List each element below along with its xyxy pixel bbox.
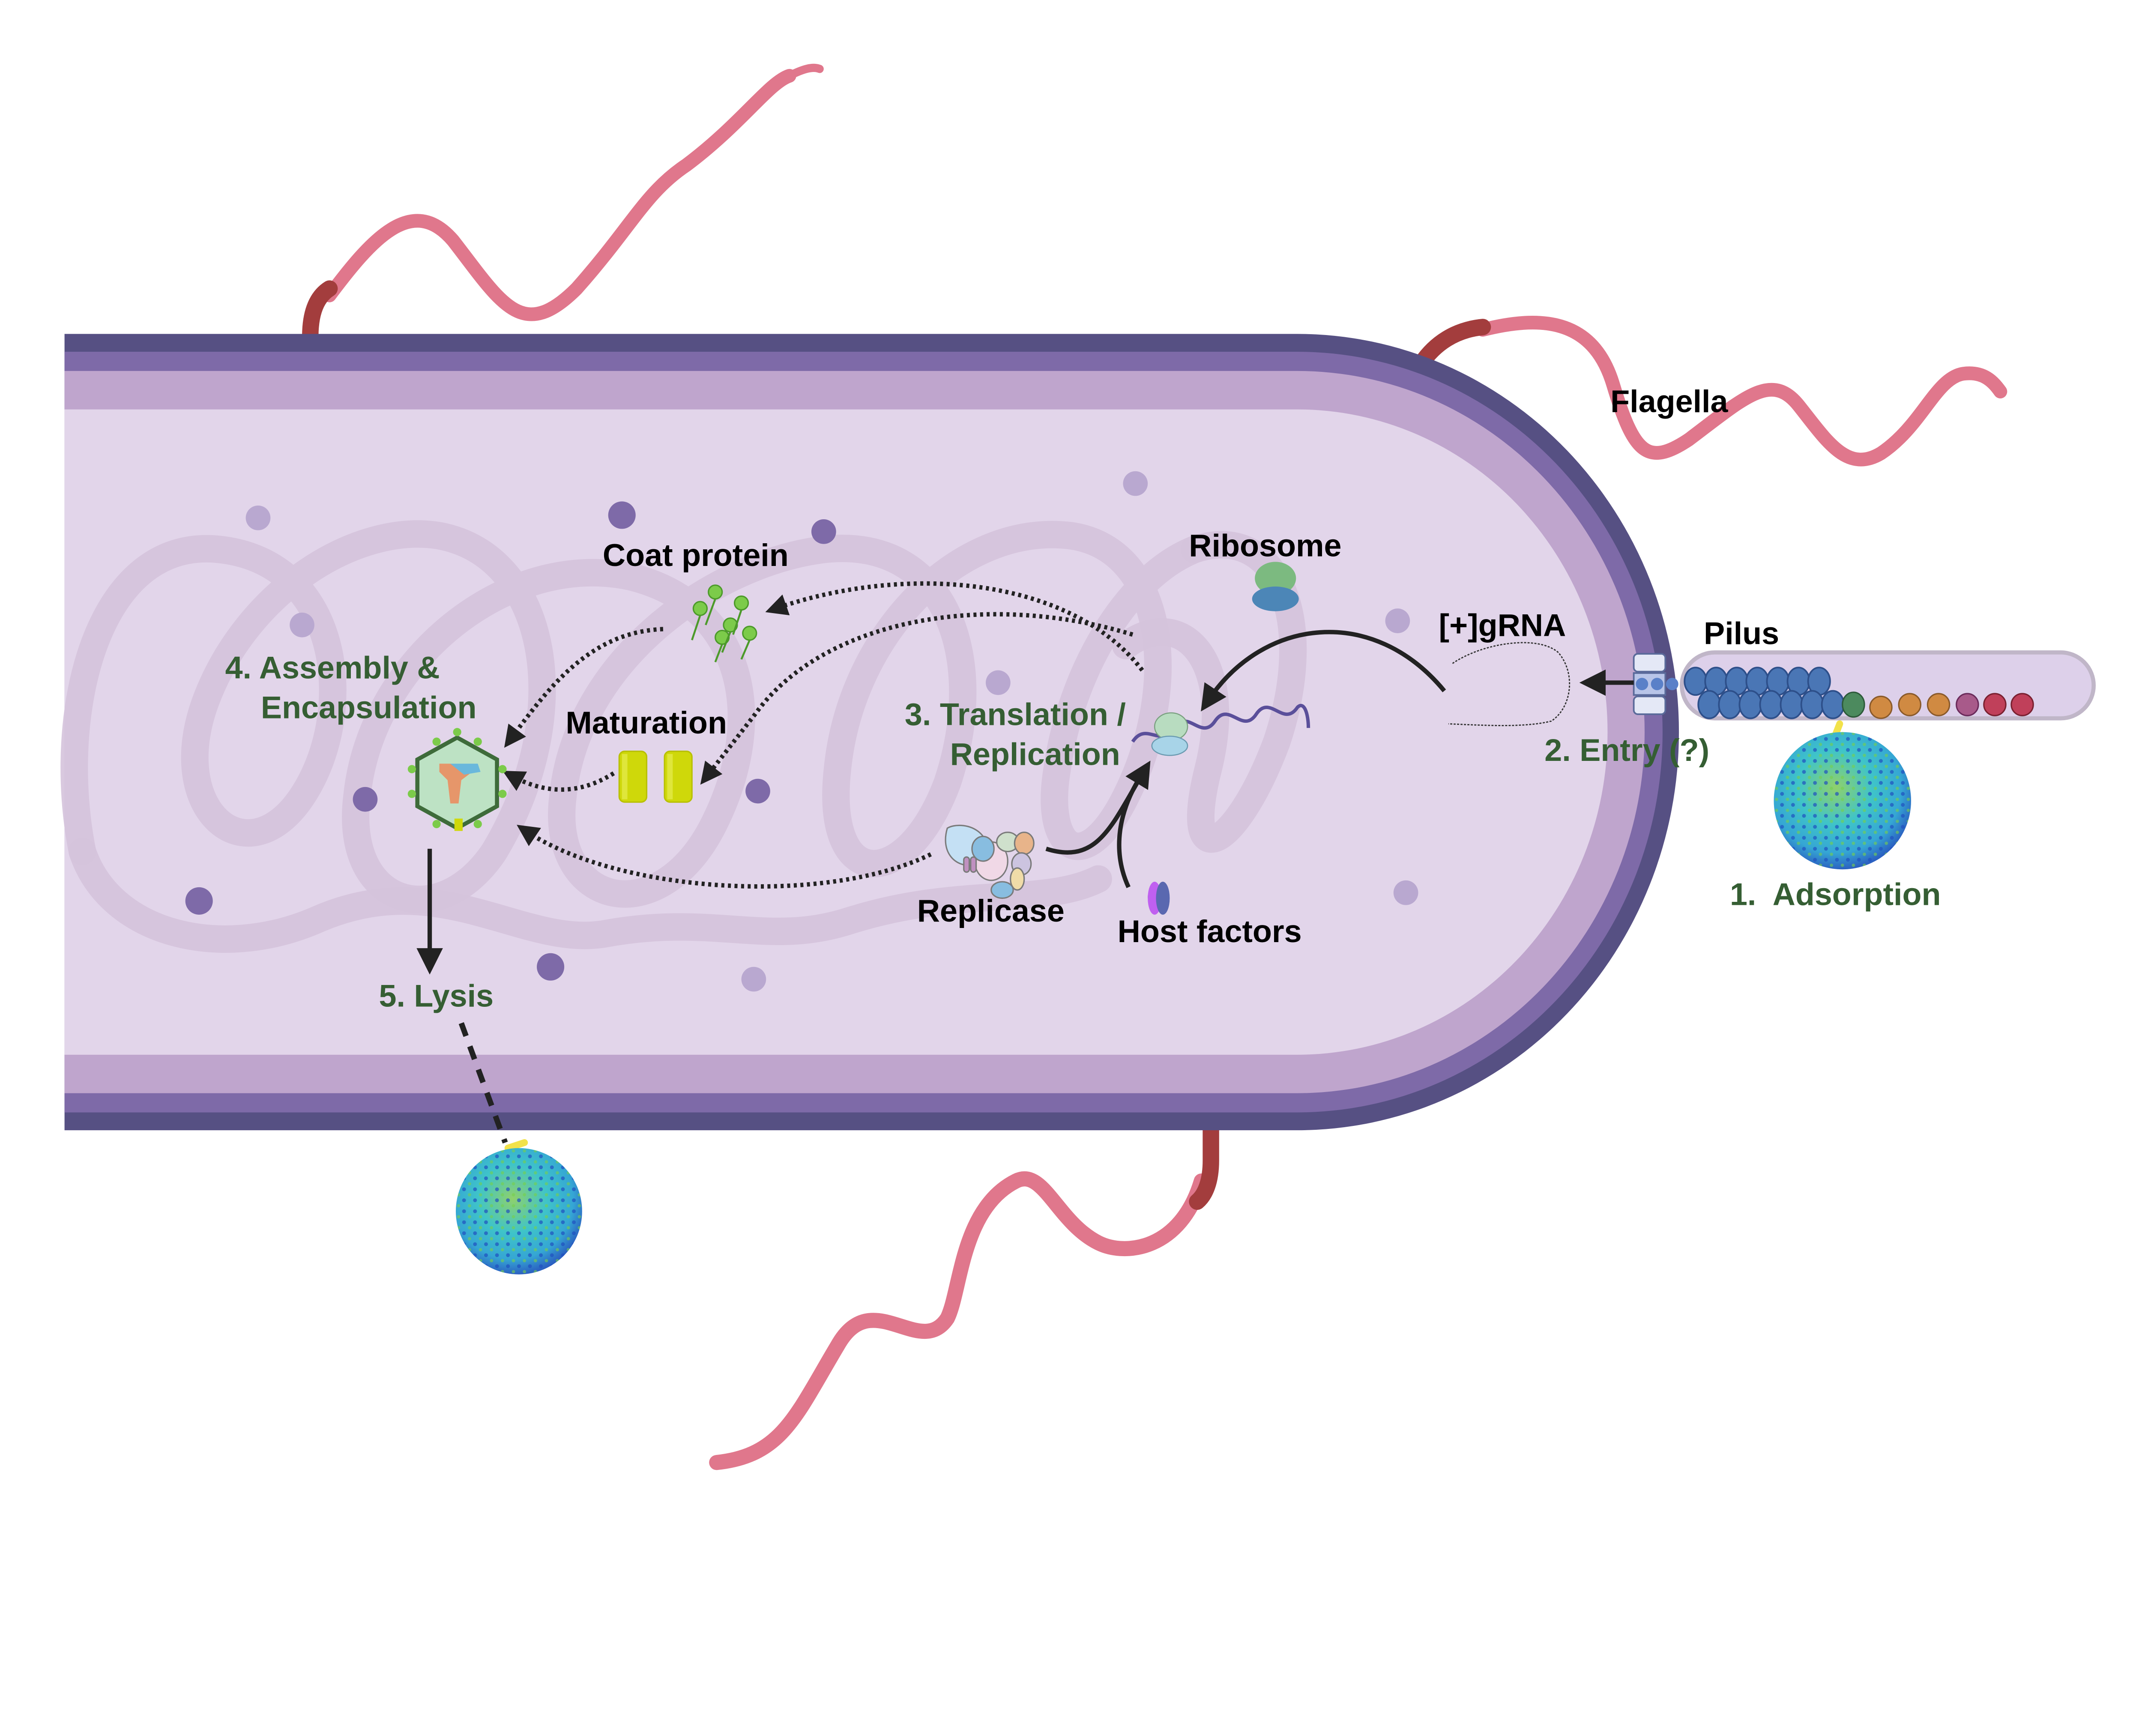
virion-adsorbing — [1774, 720, 1911, 870]
host-factors-icon — [1148, 882, 1170, 915]
step-4-assembly-label-line2: Encapsulation — [261, 690, 477, 725]
maturation-to-assembly-arrow — [502, 771, 615, 792]
step-4-assembly-label-line1: 4. Assembly & — [225, 650, 440, 685]
coat-to-assembly-arrow — [504, 627, 664, 748]
rna-to-ribosome-arrow — [1201, 630, 1446, 712]
pilus-label: Pilus — [1704, 616, 1779, 651]
maturation-protein-icon — [618, 750, 693, 803]
ribosome-icon — [1252, 562, 1299, 611]
step-3-translation-label-line2: Replication — [950, 736, 1120, 772]
host-factors-label: Host factors — [1118, 913, 1302, 949]
coat-protein-icon — [691, 584, 757, 663]
assembled-capsid-icon — [407, 728, 507, 831]
replicase-icon — [945, 824, 1035, 899]
replicase-label: Replicase — [917, 893, 1065, 928]
pilus — [1633, 650, 2096, 721]
genomic-rna — [1448, 642, 1571, 726]
granules — [185, 471, 1418, 992]
step-3-translation-label-line1: 3. Translation / — [905, 697, 1126, 732]
translation-to-maturation-arrow — [700, 612, 1134, 785]
grna-label: [+]gRNA — [1439, 607, 1566, 643]
flagella-label: Flagella — [1610, 383, 1728, 419]
step-2-entry-label: 2. Entry (?) — [1544, 732, 1709, 768]
maturation-label: Maturation — [565, 705, 727, 740]
bacterial-cell — [64, 334, 1679, 1131]
coat-protein-label: Coat protein — [603, 537, 789, 573]
translation-to-coat-arrow — [765, 581, 1144, 672]
entry-channel — [1633, 653, 1678, 715]
step-1-adsorption-label: 1. Adsorption — [1730, 877, 1941, 912]
ribosome-label: Ribosome — [1189, 528, 1341, 563]
translating-ribosome — [1131, 703, 1310, 756]
step-5-lysis-label: 5. Lysis — [379, 978, 494, 1014]
virion-released — [455, 1139, 582, 1275]
host-factors-to-translation-arrow — [1117, 770, 1146, 889]
lysis-release-path — [458, 1022, 508, 1144]
pilin-subunits — [1684, 667, 1845, 719]
replicase-to-assembly-arrow — [517, 825, 932, 889]
